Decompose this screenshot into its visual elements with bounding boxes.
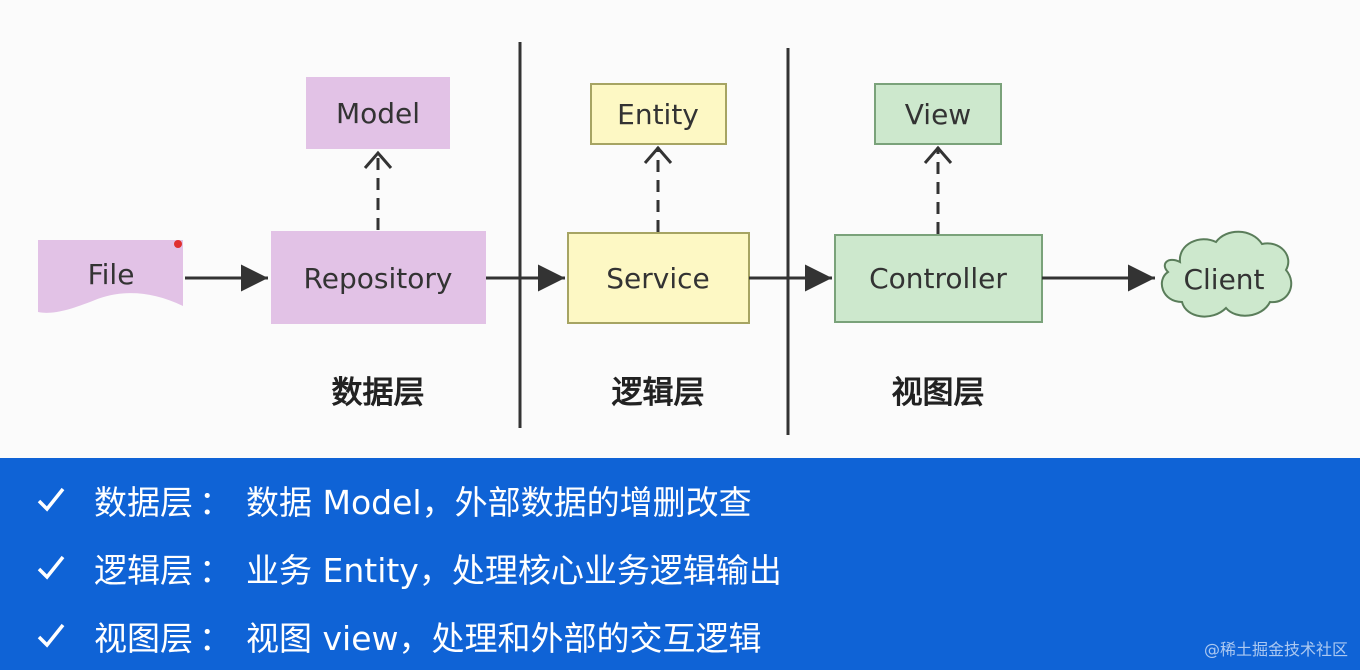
layer-label-view: 视图层 — [892, 375, 985, 411]
model-label: Model — [336, 97, 420, 130]
dashed-arrowhead-view — [923, 145, 953, 164]
controller-node — [834, 234, 1043, 323]
architecture-diagram: File Repository Model Service Entity Con… — [38, 42, 1293, 435]
entity-label: Entity — [617, 98, 699, 131]
bullet-heading: 视图层 — [94, 619, 193, 658]
layer-label-logic: 逻辑层 — [612, 375, 705, 411]
bullet-description: 视图 view，处理和外部的交互逻辑 — [246, 619, 762, 658]
entity-node — [590, 83, 727, 145]
bullet-row-view-layer: 视图层 ： 视图 view，处理和外部的交互逻辑 — [36, 608, 761, 664]
bullet-description: 数据 Model，外部数据的增删改查 — [246, 483, 752, 522]
bullet-heading: 数据层 — [94, 483, 193, 522]
dashed-arrowhead-entity — [643, 145, 673, 164]
bullet-heading: 逻辑层 — [94, 551, 193, 590]
file-node — [38, 240, 183, 313]
diagram-area: File Repository Model Service Entity Con… — [38, 42, 1293, 435]
model-node — [306, 77, 450, 149]
view-node — [874, 83, 1002, 145]
view-label: View — [905, 98, 971, 131]
bullet-separator: ： — [199, 551, 232, 590]
red-dot-marker — [174, 240, 182, 248]
bullet-description: 业务 Entity，处理核心业务逻辑输出 — [246, 551, 782, 590]
bullet-separator: ： — [199, 483, 232, 522]
service-node — [567, 232, 750, 324]
client-node — [1160, 230, 1293, 318]
layer-label-data: 数据层 — [332, 375, 425, 411]
bullet-separator: ： — [199, 619, 232, 658]
checkmark-icon — [37, 623, 65, 648]
file-label: File — [88, 258, 135, 291]
bullet-panel: 数据层 ： 数据 Model，外部数据的增删改查 逻辑层 ： 业务 Entity… — [0, 458, 1360, 670]
bullet-row-logic-layer: 逻辑层 ： 业务 Entity，处理核心业务逻辑输出 — [36, 540, 782, 596]
watermark: @稀土掘金技术社区 — [1203, 640, 1348, 659]
service-label: Service — [606, 262, 709, 295]
repository-node — [271, 231, 486, 324]
checkmark-icon — [37, 555, 65, 580]
client-label: Client — [1183, 263, 1264, 296]
bullet-row-data-layer: 数据层 ： 数据 Model，外部数据的增删改查 — [36, 472, 752, 528]
controller-label: Controller — [869, 262, 1007, 295]
repository-label: Repository — [304, 262, 453, 295]
dashed-arrowhead-model — [363, 150, 393, 169]
checkmark-icon — [37, 487, 65, 512]
